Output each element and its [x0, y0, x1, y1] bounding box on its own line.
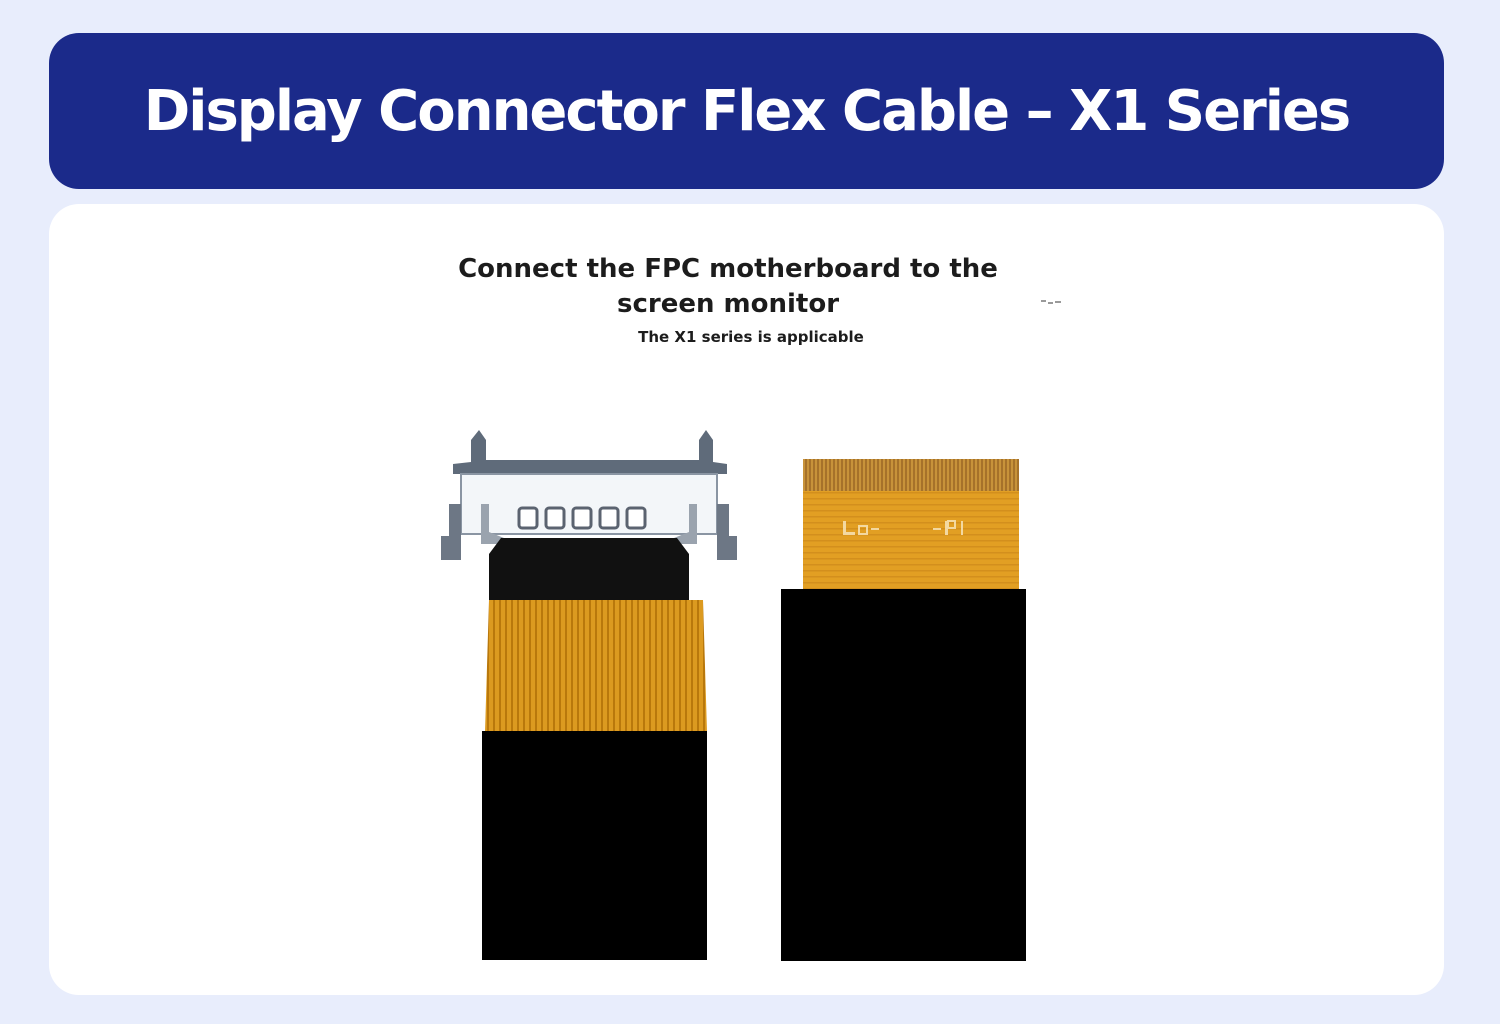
- flex-cable-end: [781, 459, 1026, 961]
- connector-assembly: [441, 430, 737, 960]
- page-header: Display Connector Flex Cable – X1 Series: [49, 33, 1444, 189]
- product-photo: [441, 300, 1061, 961]
- image-caption-subheading: The X1 series is applicable: [638, 328, 864, 346]
- image-caption-heading: Connect the FPC motherboard to the scree…: [458, 254, 998, 319]
- page-title: Display Connector Flex Cable – X1 Series: [143, 78, 1351, 144]
- product-image-card: Connect the FPC motherboard to the scree…: [49, 204, 1444, 995]
- speck-mark: [1041, 300, 1061, 304]
